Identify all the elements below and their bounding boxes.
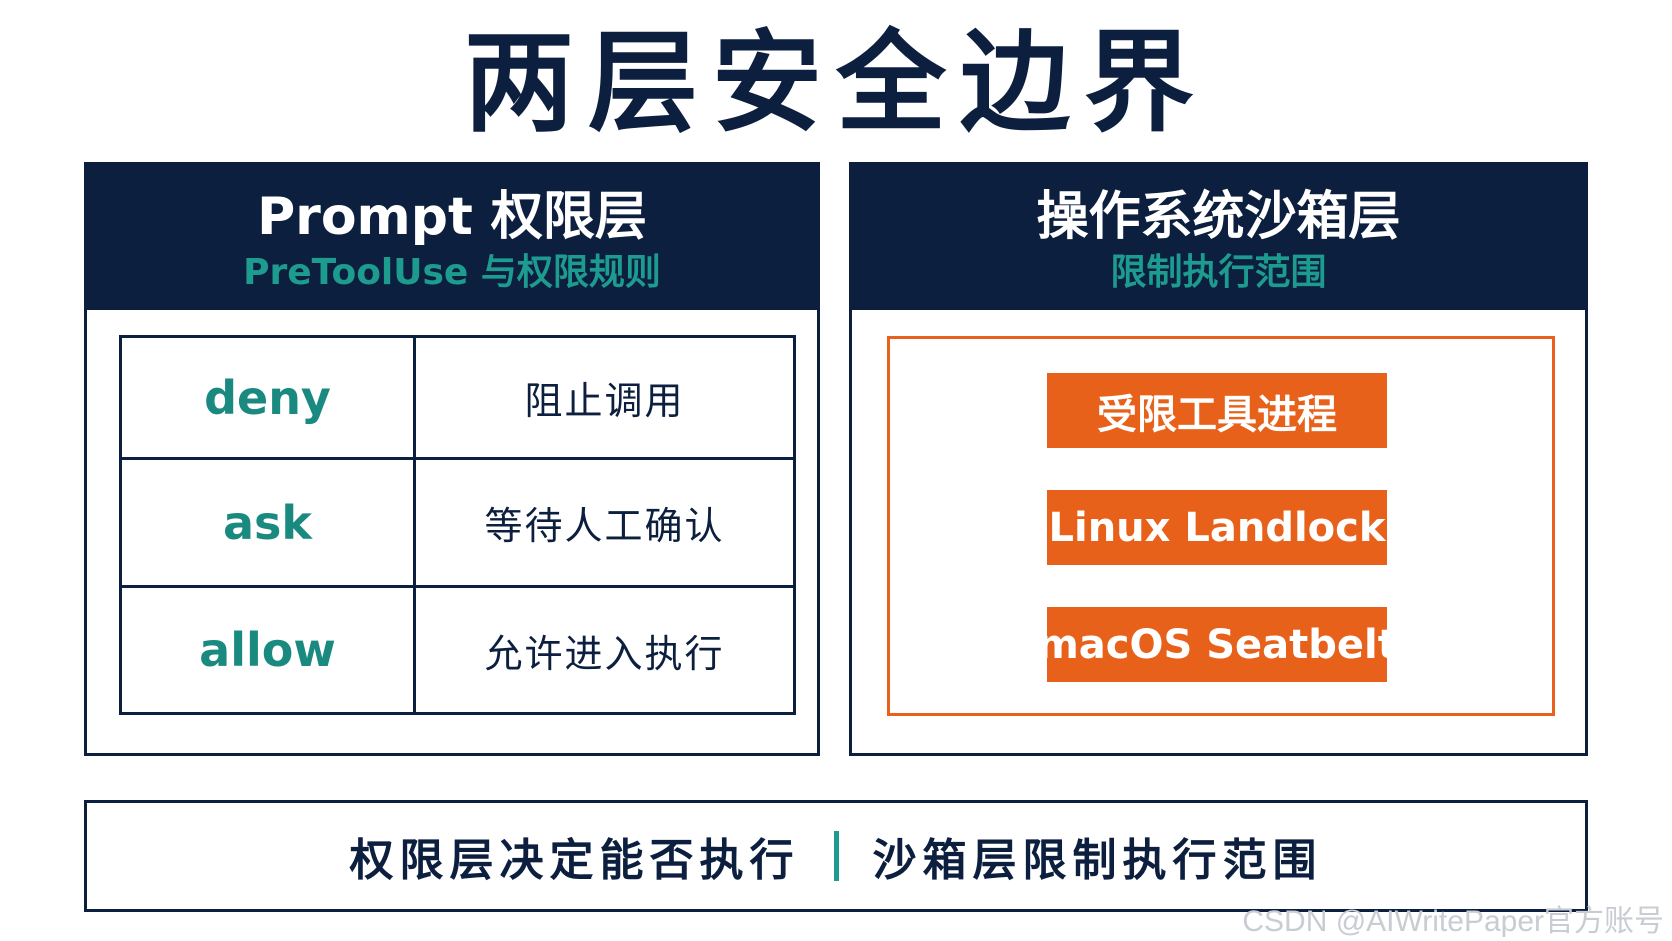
sandbox-layer-block: macOS Seatbelt — [1037, 607, 1397, 682]
summary-footer: 权限层决定能否执行 沙箱层限制执行范围 — [84, 800, 1588, 912]
footer-right-text: 沙箱层限制执行范围 — [872, 835, 1323, 886]
permission-rule-row: deny 阻止调用 — [122, 338, 793, 460]
page-title: 两层安全边界 — [464, 19, 1208, 147]
os-sandbox-header: 操作系统沙箱层 限制执行范围 — [852, 165, 1585, 310]
permission-rule-value: 阻止调用 — [524, 379, 685, 423]
permission-rule-row: ask 等待人工确认 — [122, 460, 793, 588]
permission-rule-key: ask — [122, 460, 416, 585]
permission-rule-value: 等待人工确认 — [484, 504, 725, 548]
prompt-permission-title: Prompt 权限层 — [257, 187, 647, 247]
watermark: CSDN @AIWritePaper官方账号 — [1242, 905, 1664, 938]
os-sandbox-panel: 操作系统沙箱层 限制执行范围 受限工具进程 Linux Landlock mac… — [849, 162, 1588, 756]
prompt-permission-header: Prompt 权限层 PreToolUse 与权限规则 — [87, 165, 817, 310]
permission-rule-value: 允许进入执行 — [484, 631, 725, 676]
sandbox-layer-block: 受限工具进程 — [1047, 373, 1387, 448]
os-sandbox-subtitle: 限制执行范围 — [1110, 252, 1327, 293]
os-sandbox-title: 操作系统沙箱层 — [1036, 187, 1401, 247]
permission-rule-key: allow — [122, 588, 416, 712]
prompt-permission-subtitle: PreToolUse 与权限规则 — [243, 252, 661, 293]
footer-separator — [833, 831, 839, 881]
sandbox-layer-block: Linux Landlock — [1047, 490, 1387, 565]
prompt-permission-panel: Prompt 权限层 PreToolUse 与权限规则 deny 阻止调用 as… — [84, 162, 820, 756]
permission-rule-row: allow 允许进入执行 — [122, 588, 793, 712]
permission-rules-table: deny 阻止调用 ask 等待人工确认 allow 允许进入执行 — [119, 335, 796, 715]
sandbox-container: 受限工具进程 Linux Landlock macOS Seatbelt — [887, 336, 1555, 716]
footer-left-text: 权限层决定能否执行 — [349, 835, 800, 886]
permission-rule-key: deny — [122, 338, 416, 457]
